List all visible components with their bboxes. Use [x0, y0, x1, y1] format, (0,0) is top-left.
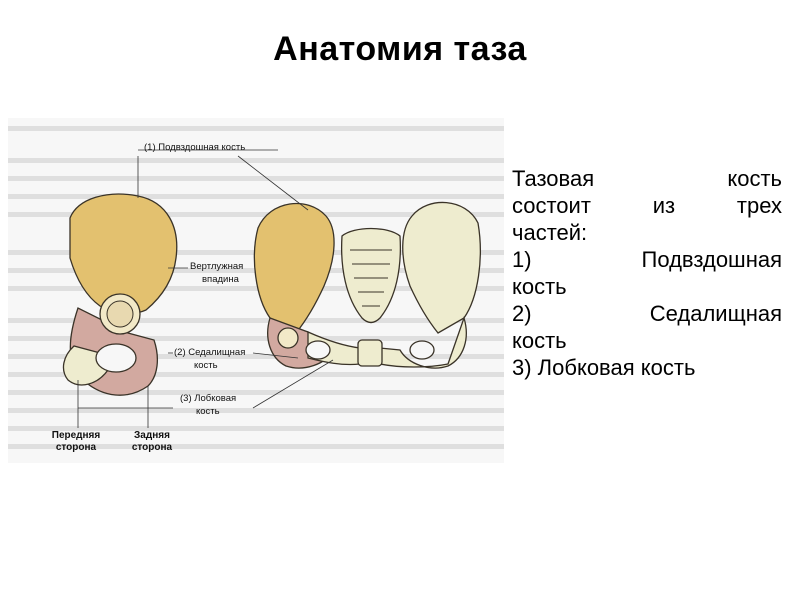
label-ischium-line1: (2) Седалищная — [174, 347, 246, 358]
list-number: 1) — [512, 247, 532, 272]
text-word: из — [652, 193, 676, 218]
ilium-region-opposite — [402, 201, 481, 334]
pubic-symphysis — [357, 339, 383, 367]
label-ischium-line2: кость — [194, 360, 218, 371]
slide-title: Анатомия таза — [273, 30, 527, 68]
label-front-line2: сторона — [55, 442, 97, 453]
label-pubis-line1: (3) Лобковая — [180, 393, 237, 404]
sacrum — [340, 227, 402, 324]
list-item-1: 1) Подвздошная — [512, 246, 782, 273]
leader-lines — [77, 149, 334, 428]
text-line-2: состоит из трех — [512, 192, 782, 219]
list-number: 2) — [512, 301, 532, 326]
pelvis-illustration — [8, 118, 504, 463]
label-acetabulum-line1: Вертлужная — [190, 261, 244, 272]
hip-bone-lateral-view — [62, 193, 178, 396]
text-word: Подвздошная — [641, 247, 782, 272]
ilium-region-right-view — [253, 202, 335, 334]
obturator-foramen-left — [95, 343, 137, 373]
ischium-pubis-opposite — [379, 315, 467, 369]
list-item-3: 3) Лобковая кость — [512, 355, 696, 380]
label-back-line1: Задняя — [134, 430, 170, 441]
pelvis-anatomy-figure: (1) Подвздошная кость Вертлужная впадина… — [8, 118, 504, 463]
list-item-1-cont: кость — [512, 274, 567, 299]
text-line-3: частей: — [512, 220, 588, 245]
pelvis-anterior-view — [253, 201, 481, 369]
label-front-side: Передняя сторона — [36, 430, 116, 454]
label-ilium: (1) Подвздошная кость — [144, 142, 246, 153]
text-word: Тазовая — [512, 166, 595, 191]
text-word: Седалищная — [649, 301, 782, 326]
label-pubis-line2: кость — [196, 406, 220, 417]
text-line-1: Тазовая кость — [512, 165, 782, 192]
ilium-region-left — [69, 193, 178, 315]
list-item-2-cont: кость — [512, 328, 567, 353]
label-front-line1: Передняя — [51, 430, 101, 441]
text-word: состоит — [512, 193, 591, 218]
label-back-side: Задняя сторона — [112, 430, 192, 454]
text-word: кость — [727, 166, 782, 191]
text-word: трех — [736, 193, 782, 218]
label-back-line2: сторона — [131, 442, 173, 453]
list-item-2: 2) Седалищная — [512, 300, 782, 327]
description-text: Тазовая кость состоит из трех частей: 1)… — [512, 165, 782, 381]
label-acetabulum-line2: впадина — [202, 274, 239, 285]
